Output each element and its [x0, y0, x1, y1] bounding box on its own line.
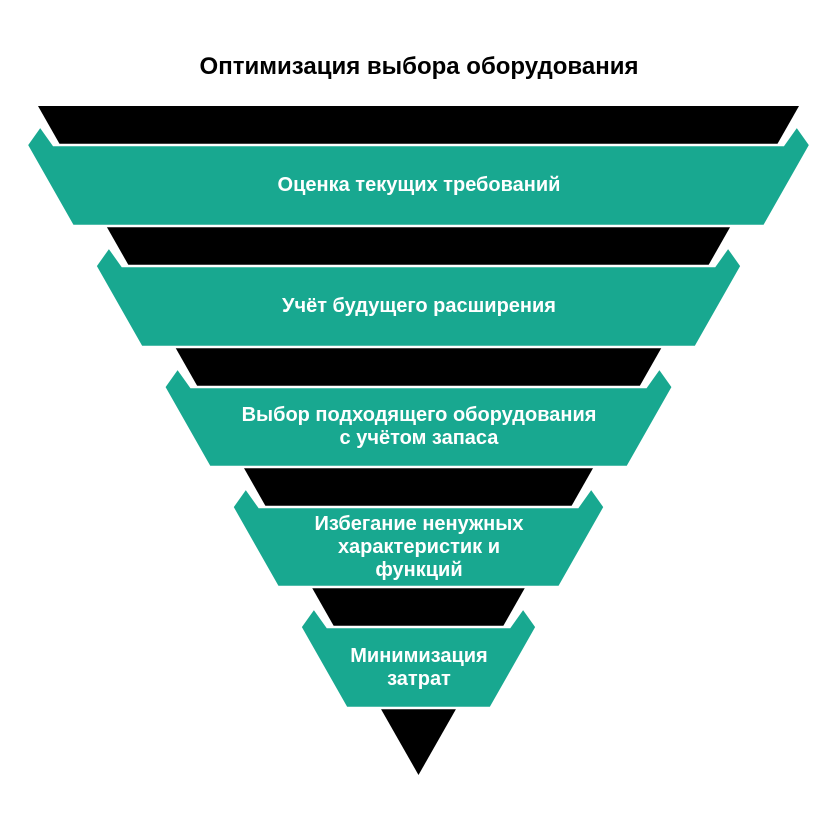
funnel-segment-5: [298, 605, 539, 710]
funnel-segment-1: [25, 123, 812, 228]
funnel-segment-2: [93, 244, 744, 349]
funnel-segment-4: [230, 485, 607, 589]
funnel-segment-3: [162, 365, 675, 469]
diagram-title: Оптимизация выбора оборудования: [199, 53, 639, 80]
